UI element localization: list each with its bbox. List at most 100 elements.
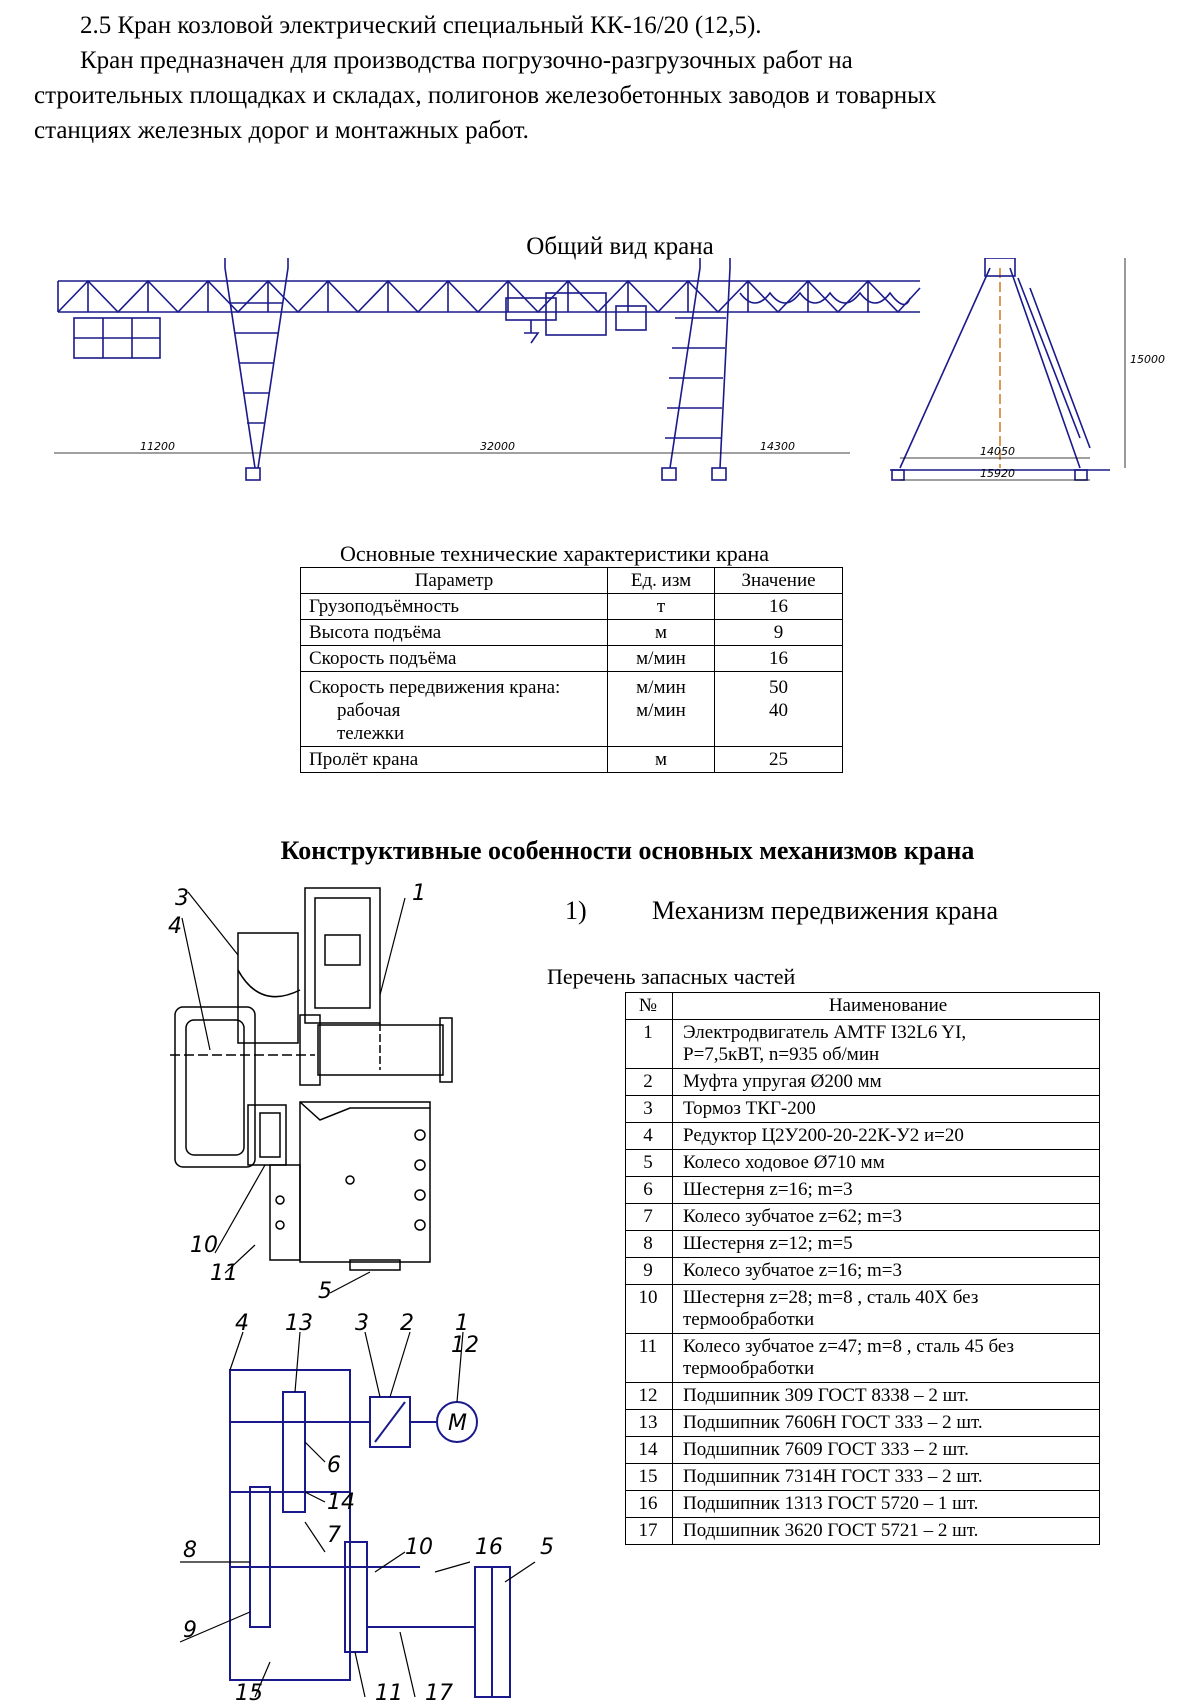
callout-label: 14: [327, 1490, 355, 1515]
intro-line-1: Кран предназначен для производства погру…: [80, 47, 853, 74]
part-name-line: Колесо зубчатое z=47; m=8 , сталь 45 без: [683, 1336, 1015, 1357]
dim-3: 14300: [760, 440, 795, 453]
table-row: Пролёт крана м 25: [300, 746, 843, 773]
part-num: 7: [625, 1203, 673, 1231]
tech-unit: м/мин: [607, 645, 715, 672]
tech-param: Скорость передвижения крана:: [309, 677, 561, 698]
callout-label: 11: [375, 1681, 403, 1704]
parts-header-num: №: [625, 992, 673, 1020]
table-row: Скорость передвижения крана: рабочая тел…: [300, 671, 843, 747]
item-number: 1): [565, 896, 587, 925]
tech-param: Пролёт крана: [300, 746, 608, 773]
item-title: Механизм передвижения крана: [652, 896, 998, 925]
part-name: Электродвигатель АМТF I32L6 YI,Р=7,5кВТ,…: [672, 1019, 1100, 1069]
part-num: 3: [625, 1095, 673, 1123]
callout-label: 11: [210, 1261, 238, 1286]
part-name: Колесо зубчатое z=62; m=3: [672, 1203, 1100, 1231]
part-num: 16: [625, 1490, 673, 1518]
part-name-line: Электродвигатель АМТF I32L6 YI,: [683, 1022, 967, 1043]
part-name: Подшипник 1313 ГОСТ 5720 – 1 шт.: [672, 1490, 1100, 1518]
callout-label: 4: [168, 914, 182, 939]
part-num: 1: [625, 1019, 673, 1069]
tech-param: тележки: [337, 723, 405, 744]
part-num: 8: [625, 1230, 673, 1258]
intro-line-3: станциях железных дорог и монтажных рабо…: [34, 117, 529, 144]
part-num: 5: [625, 1149, 673, 1177]
part-num: 13: [625, 1409, 673, 1437]
part-num: 2: [625, 1068, 673, 1096]
tech-header-param: Параметр: [300, 567, 608, 594]
callout-label: М: [448, 1411, 467, 1436]
callout-label: 7: [327, 1523, 341, 1548]
callout-label: 16: [475, 1535, 503, 1560]
tech-value: 9: [714, 619, 843, 646]
part-num: 14: [625, 1436, 673, 1464]
part-name-line: термообработки: [683, 1309, 815, 1330]
tech-value: 16: [714, 645, 843, 672]
tech-param: Высота подъёма: [300, 619, 608, 646]
part-num: 11: [625, 1333, 673, 1383]
mechanisms-heading: Конструктивные особенности основных меха…: [280, 836, 975, 865]
part-name: Колесо ходовое Ø710 мм: [672, 1149, 1100, 1177]
part-num: 4: [625, 1122, 673, 1150]
section-heading: 2.5 Кран козловой электрический специаль…: [80, 12, 762, 39]
crane-general-view-drawing: 11200 32000 14300 14050 15920 15000: [54, 258, 1165, 481]
callout-label: 8: [183, 1538, 197, 1563]
callout-label: 10: [405, 1535, 433, 1560]
part-name: Колесо зубчатое z=16; m=3: [672, 1257, 1100, 1285]
part-name: Подшипник 7606Н ГОСТ 333 – 2 шт.: [672, 1409, 1100, 1437]
intro-text: 2.5 Кран козловой электрический специаль…: [34, 8, 1174, 148]
part-name: Муфта упругая Ø200 мм: [672, 1068, 1100, 1096]
tech-value: 50: [769, 677, 788, 698]
part-name: Колесо зубчатое z=47; m=8 , сталь 45 без…: [672, 1333, 1100, 1383]
part-num: 6: [625, 1176, 673, 1204]
callout-label: 5: [318, 1279, 332, 1304]
tech-unit: т: [607, 593, 715, 620]
callout-label: 2: [400, 1312, 414, 1336]
tech-value: 40: [769, 700, 788, 721]
dim-side-w2: 15920: [980, 467, 1015, 480]
callout-label: 1: [412, 881, 426, 906]
tech-param: Грузоподъёмность: [300, 593, 608, 620]
part-num: 9: [625, 1257, 673, 1285]
tech-unit: м: [607, 746, 715, 773]
table-row: Высота подъёма м 9: [300, 619, 843, 646]
travel-mechanism-kinematic-scheme: 4 13 3 2 1 12 М 6 14 7 8 9 10 16 5 15 11…: [179, 1312, 554, 1704]
tech-value: 25: [714, 746, 843, 773]
callout-label: 10: [190, 1233, 218, 1258]
tech-unit: м/мин: [636, 677, 686, 698]
parts-caption: Перечень запасных частей: [547, 964, 796, 989]
parts-header-name: Наименование: [672, 992, 1100, 1020]
tech-value: 16: [714, 593, 843, 620]
dim-1: 11200: [140, 440, 175, 453]
tech-table-header: Параметр Ед. изм Значение: [300, 567, 843, 594]
part-name-line: Шестерня z=28; m=8 , сталь 40Х без: [683, 1287, 979, 1308]
callout-label: 1: [455, 1312, 469, 1336]
part-num: 12: [625, 1382, 673, 1410]
general-view-title: Общий вид крана: [526, 233, 714, 260]
callout-label: 3: [355, 1312, 369, 1336]
part-name-line: Р=7,5кВТ, n=935 об/мин: [683, 1044, 880, 1065]
callout-label: 4: [235, 1312, 249, 1336]
part-name: Подшипник 7609 ГОСТ 333 – 2 шт.: [672, 1436, 1100, 1464]
part-name: Тормоз ТКГ-200: [672, 1095, 1100, 1123]
part-name: Подшипник 3620 ГОСТ 5721 – 2 шт.: [672, 1517, 1100, 1545]
part-name: Шестерня z=16; m=3: [672, 1176, 1100, 1204]
parts-table-header: № Наименование: [625, 992, 1100, 1020]
travel-mechanism-assembly-drawing: 3 4 1 10 11 5: [168, 881, 453, 1304]
tech-header-unit: Ед. изм: [607, 567, 715, 594]
